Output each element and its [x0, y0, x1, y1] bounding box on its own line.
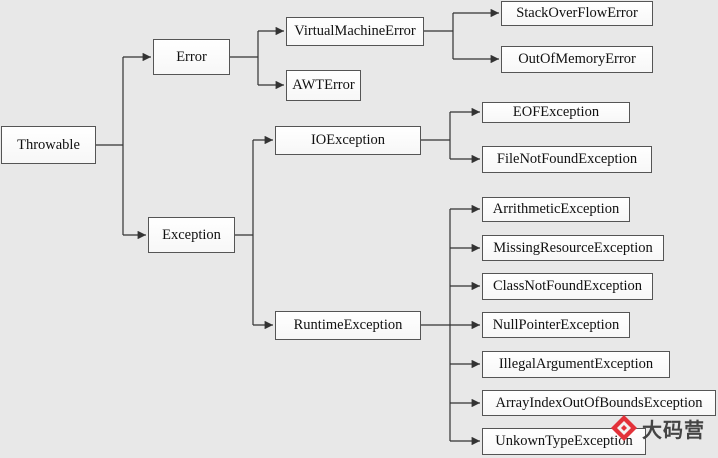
connector-runtime-trunk [421, 209, 451, 441]
node-eof-exception: EOFException [482, 102, 630, 123]
connector-throwable-trunk [96, 57, 124, 235]
node-file-not-found-exception: FileNotFoundException [482, 146, 652, 173]
node-arithmetic-exception: ArrithmeticException [482, 197, 630, 222]
node-error: Error [153, 39, 230, 75]
watermark: 大码营 [610, 408, 718, 448]
node-missing-resource-exception: MissingResourceException [482, 235, 664, 261]
node-out-of-memory-error: OutOfMemoryError [501, 46, 653, 73]
node-exception: Exception [148, 217, 235, 253]
connector-exception-trunk [235, 140, 254, 325]
node-stack-overflow-error: StackOverFlowError [501, 1, 653, 26]
node-io-exception: IOException [275, 126, 421, 155]
node-array-index-out-of-bounds-exception: ArrayIndexOutOfBoundsException [482, 390, 716, 416]
logo-icon [611, 415, 637, 441]
node-throwable: Throwable [1, 126, 96, 164]
node-illegal-argument-exception: IllegalArgumentException [482, 351, 670, 378]
connector-io-trunk [421, 112, 451, 159]
node-virtual-machine-error: VirtualMachineError [286, 17, 424, 46]
node-awt-error: AWTError [286, 70, 361, 101]
connector-error-trunk [230, 31, 259, 85]
watermark-brand: 大码营 [642, 417, 705, 442]
node-class-not-found-exception: ClassNotFoundException [482, 273, 653, 300]
node-runtime-exception: RuntimeException [275, 311, 421, 340]
node-null-pointer-exception: NullPointerException [482, 312, 630, 338]
connector-vme-trunk [424, 13, 454, 59]
